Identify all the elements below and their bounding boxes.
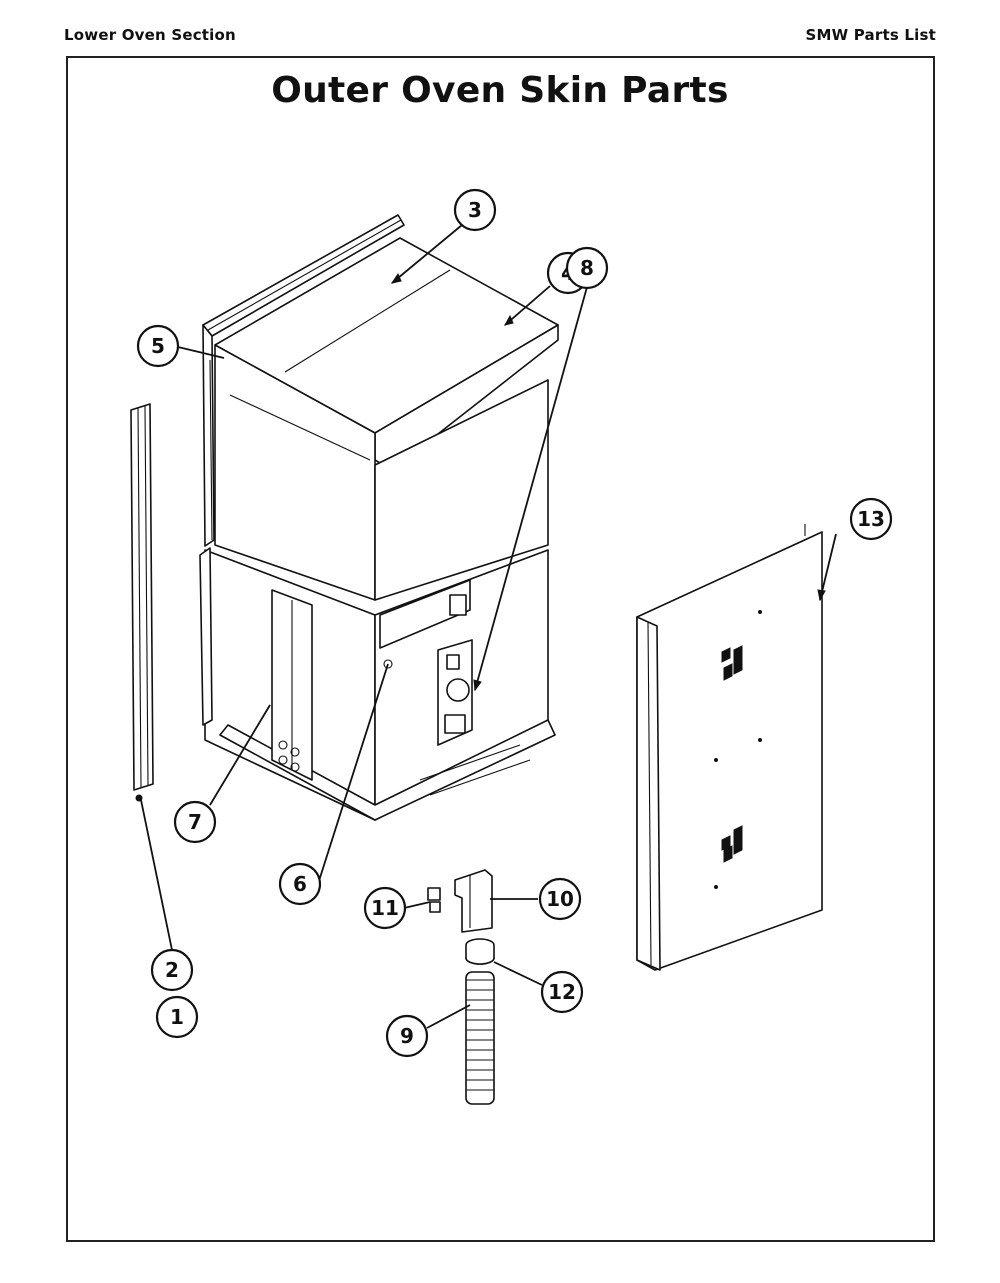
callout-12-label: 12 <box>548 980 576 1004</box>
callout-7-label: 7 <box>188 810 202 834</box>
callout-6-label: 6 <box>293 872 307 896</box>
leader-lines <box>140 224 837 1029</box>
side-panel-part <box>636 524 823 971</box>
callout-2-label: 2 <box>165 958 179 982</box>
callout-8: 8 <box>565 246 609 290</box>
callout-2: 2 <box>150 948 194 992</box>
bracket-part <box>454 869 493 933</box>
section-label: Lower Oven Section <box>64 26 236 44</box>
callout-3-label: 3 <box>468 198 482 222</box>
callout-6: 6 <box>278 862 322 906</box>
callout-12: 12 <box>540 970 584 1014</box>
oven-body-part <box>199 214 559 821</box>
diagram-frame <box>66 56 935 1242</box>
diagram-title: Outer Oven Skin Parts <box>271 70 729 111</box>
callout-10: 10 <box>538 877 582 921</box>
clip-part <box>427 887 441 913</box>
hose-part <box>465 971 495 1105</box>
callout-8-label: 8 <box>580 256 594 280</box>
callout-5: 5 <box>136 324 180 368</box>
callout-1-label: 1 <box>170 1005 184 1029</box>
callout-3: 3 <box>453 188 497 232</box>
callout-7: 7 <box>173 800 217 844</box>
callout-9-label: 9 <box>400 1024 414 1048</box>
callout-13: 13 <box>849 497 893 541</box>
cap-part <box>465 938 495 965</box>
callout-13-label: 13 <box>857 507 885 531</box>
callout-5-label: 5 <box>151 334 165 358</box>
callout-10-label: 10 <box>546 887 574 911</box>
parts-list-label: SMW Parts List <box>805 26 936 44</box>
callout-11: 11 <box>363 886 407 930</box>
callout-9: 9 <box>385 1014 429 1058</box>
callout-1: 1 <box>155 995 199 1039</box>
trim-strip-part <box>130 403 154 802</box>
callout-11-label: 11 <box>371 896 399 920</box>
